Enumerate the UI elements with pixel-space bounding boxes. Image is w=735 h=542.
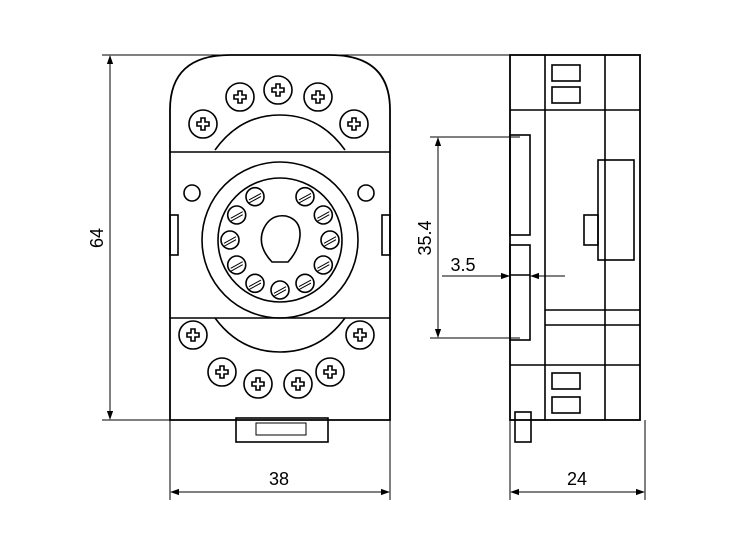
pin-screw xyxy=(320,230,340,250)
pin-screw xyxy=(295,273,315,294)
pin-screw xyxy=(245,273,265,294)
dimension-lines xyxy=(102,54,646,500)
pin-screw xyxy=(270,280,290,300)
terminal-screw xyxy=(243,369,273,399)
lower-bridge xyxy=(214,317,346,353)
upper-bridge xyxy=(214,114,346,151)
pin-screw xyxy=(313,205,334,225)
din-clip-slot xyxy=(255,422,307,436)
side-view xyxy=(509,54,641,443)
pin-screw xyxy=(226,255,247,275)
terminal-screws xyxy=(178,75,375,399)
left-mounting-hole xyxy=(183,184,201,202)
pin-screw xyxy=(226,205,247,225)
terminal-screw xyxy=(283,369,313,399)
top-terminal-tab-1 xyxy=(551,64,581,82)
terminal-screw xyxy=(225,82,255,112)
side-body xyxy=(509,54,641,421)
right-mounting-hole xyxy=(357,184,375,202)
socket-ring xyxy=(201,161,359,319)
top-terminal-tab-2 xyxy=(551,86,581,104)
side-din-clip xyxy=(514,411,532,443)
terminal-screw xyxy=(207,357,237,387)
terminal-screw xyxy=(178,320,208,350)
left-latch xyxy=(169,214,179,256)
height-label: 64 xyxy=(87,228,107,248)
bottom-terminal-tab-2 xyxy=(551,396,581,414)
right-latch xyxy=(381,214,391,256)
pin-screw xyxy=(220,230,240,250)
terminal-screw xyxy=(263,75,293,105)
front-view xyxy=(169,54,391,443)
key-hole xyxy=(260,214,301,263)
pin-pitch-label: 35.4 xyxy=(415,220,435,255)
depth-label: 24 xyxy=(567,469,587,489)
side-latch-tab xyxy=(583,214,599,246)
pin-screw xyxy=(245,186,265,207)
upper-pin-contact xyxy=(509,134,531,236)
socket-pin-screws xyxy=(220,186,340,300)
terminal-screw xyxy=(188,109,218,139)
terminal-screw xyxy=(303,82,333,112)
pin-screw xyxy=(295,186,315,207)
pin-offset-label: 3.5 xyxy=(450,255,475,275)
dimension-labels: 64 38 24 35.4 3.5 xyxy=(87,220,587,489)
bottom-terminal-tab-1 xyxy=(551,372,581,390)
terminal-screw xyxy=(345,320,375,350)
width-label: 38 xyxy=(269,469,289,489)
lower-pin-contact xyxy=(509,244,531,341)
pin-circle xyxy=(217,177,343,303)
terminal-screw xyxy=(339,109,369,139)
pin-screw xyxy=(313,255,334,275)
din-clip xyxy=(235,417,329,443)
side-latch-block xyxy=(597,159,635,261)
terminal-screw xyxy=(315,357,345,387)
